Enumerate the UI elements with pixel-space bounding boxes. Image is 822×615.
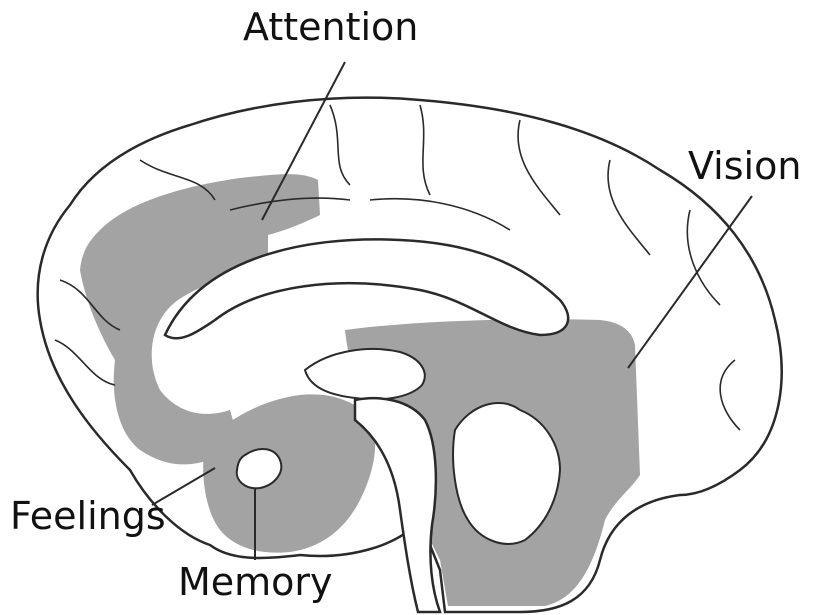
feelings-label: Feelings <box>10 497 166 535</box>
attention-label: Attention <box>243 8 418 46</box>
vision-label: Vision <box>688 147 801 185</box>
memory-label: Memory <box>178 563 333 601</box>
